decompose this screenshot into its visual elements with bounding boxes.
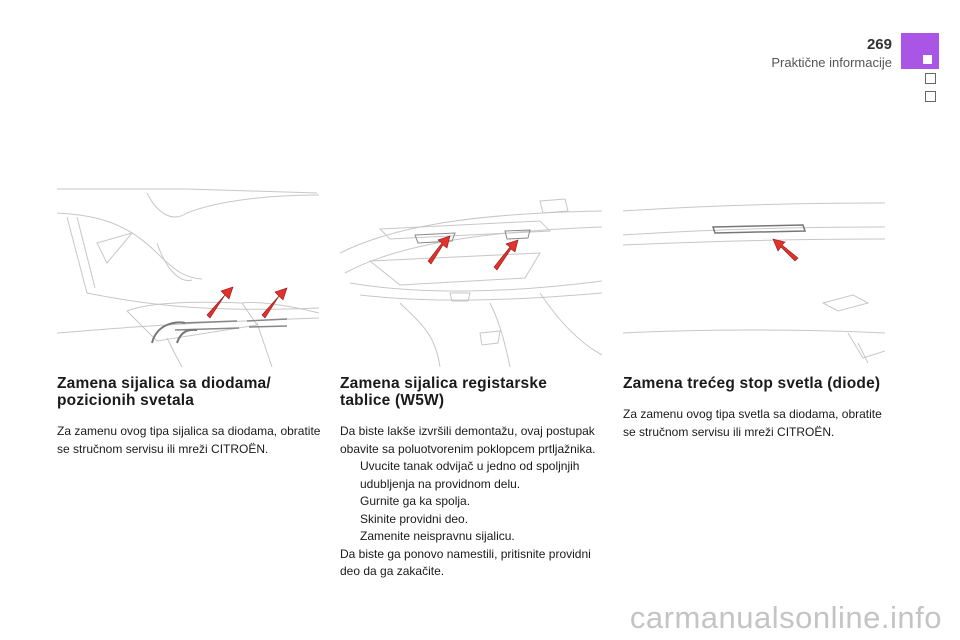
- number-plate-light-illustration: [340, 183, 602, 367]
- section-title: Zamena sijalica sa diodama/ pozicionih s…: [57, 375, 271, 409]
- section-paragraph: Za zamenu ovog tipa svetla sa diodama, o…: [623, 407, 882, 439]
- section-number-plate-lights: Zamena sijalica registarske tablice (W5W…: [340, 375, 602, 581]
- arrow-icon: [493, 239, 519, 271]
- arrow-icon: [206, 286, 234, 319]
- section-outro: Da biste ga ponovo namestili, pritisnite…: [340, 546, 591, 579]
- section-intro: Da biste lakše izvršili demontažu, ovaj …: [340, 424, 596, 456]
- arrow-icon: [772, 238, 799, 262]
- chapter-tab-marker: [923, 55, 932, 64]
- list-item: Skinite providni deo.: [340, 511, 602, 529]
- section-title: Zamena sijalica registarske tablice (W5W…: [340, 375, 548, 409]
- chapter-tab-empty-2: [925, 91, 936, 102]
- chapter-title: Praktične informacije: [771, 55, 892, 70]
- page-number: 269: [866, 36, 892, 53]
- arrow-icon: [427, 235, 451, 265]
- chapter-tab: [901, 33, 939, 69]
- rear-light-illustration: [57, 183, 319, 367]
- section-paragraph: Za zamenu ovog tipa sijalica sa diodama,…: [57, 424, 321, 456]
- chapter-tab-empty-1: [925, 73, 936, 84]
- step-text: Zamenite neispravnu sijalicu.: [360, 529, 515, 543]
- section-third-brake-light: Zamena trećeg stop svetla (diode) Za zam…: [623, 375, 885, 441]
- section-led-position-lights: Zamena sijalica sa diodama/ pozicionih s…: [57, 375, 327, 458]
- list-item: Zamenite neispravnu sijalicu.: [340, 528, 602, 546]
- step-text: Gurnite ga ka spolja.: [360, 494, 471, 508]
- arrow-icon: [261, 287, 288, 319]
- third-brake-light-illustration: [623, 183, 885, 367]
- list-item: Gurnite ga ka spolja.: [340, 493, 602, 511]
- watermark: carmanualsonline.info: [629, 600, 942, 635]
- list-item: Uvucite tanak odvijač u jedno od spoljnj…: [340, 458, 602, 493]
- step-text: Skinite providni deo.: [360, 511, 469, 526]
- step-text: Uvucite tanak odvijač u jedno od spoljnj…: [360, 459, 580, 491]
- section-title: Zamena trećeg stop svetla (diode): [623, 375, 881, 392]
- steps-list: Uvucite tanak odvijač u jedno od spoljnj…: [340, 458, 602, 546]
